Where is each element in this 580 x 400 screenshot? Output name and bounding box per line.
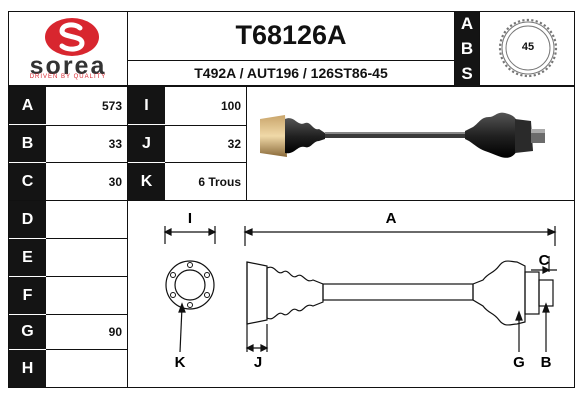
row-divider (46, 162, 128, 163)
abs-letter-b: B (455, 36, 479, 61)
spec-value-j: 32 (227, 136, 241, 151)
spec-value-c: 30 (108, 174, 122, 189)
diagram-label-i: I (187, 210, 193, 227)
abs-teeth-count: 45 (521, 41, 535, 53)
spec-label-k: K (128, 163, 165, 200)
abs-letter-s: S (455, 61, 479, 86)
spec-label-c: C (9, 163, 46, 200)
diagram-label-b: B (540, 354, 552, 371)
abs-ring-icon (498, 18, 558, 78)
diagram-label-j: J (253, 354, 263, 371)
spec-value-b: 33 (108, 136, 122, 151)
title-divider (127, 60, 455, 61)
spec-value-f (46, 277, 122, 314)
spec-label-g: G (9, 315, 46, 349)
diagram-label-c: C (538, 252, 550, 269)
spec-value-g: 90 (108, 325, 122, 339)
spec-label-h: H (9, 350, 46, 387)
spec-label-f: F (9, 277, 46, 314)
technical-diagram (163, 226, 557, 353)
sorea-logo-icon (45, 18, 99, 56)
row-divider (46, 314, 128, 315)
drive-shaft-photo (260, 112, 545, 158)
abs-letter-a: A (455, 11, 479, 36)
spec-value-k: 6 Trous (198, 174, 241, 189)
row-divider (46, 349, 128, 350)
spec-label-d: D (9, 201, 46, 238)
spec-label-e: E (9, 239, 46, 276)
spec-label-a: A (9, 87, 46, 124)
brand-tagline: DRIVEN BY QUALITY (29, 74, 107, 80)
row-divider (46, 276, 128, 277)
title-panel (127, 11, 455, 86)
cross-references: T492A / AUT196 / 126ST86-45 (194, 65, 388, 81)
diagram-label-k: K (174, 354, 186, 371)
spec-value-e (46, 239, 122, 276)
spec-label-b: B (9, 125, 46, 162)
spec-value-d (46, 201, 122, 238)
diagram-label-a: A (385, 210, 397, 227)
row-divider (165, 162, 247, 163)
spec-value-i: 100 (220, 98, 241, 113)
spec-label-i: I (128, 87, 165, 124)
spec-label-j: J (128, 125, 165, 162)
row-divider (165, 125, 247, 126)
row-divider (46, 125, 128, 126)
spec-value-a: 573 (101, 98, 122, 113)
diagram-label-g: G (513, 354, 525, 371)
part-number: T68126A (235, 20, 347, 50)
spec-value-h (46, 350, 122, 387)
brand-name: sorea (29, 52, 107, 80)
row-divider (46, 238, 128, 239)
